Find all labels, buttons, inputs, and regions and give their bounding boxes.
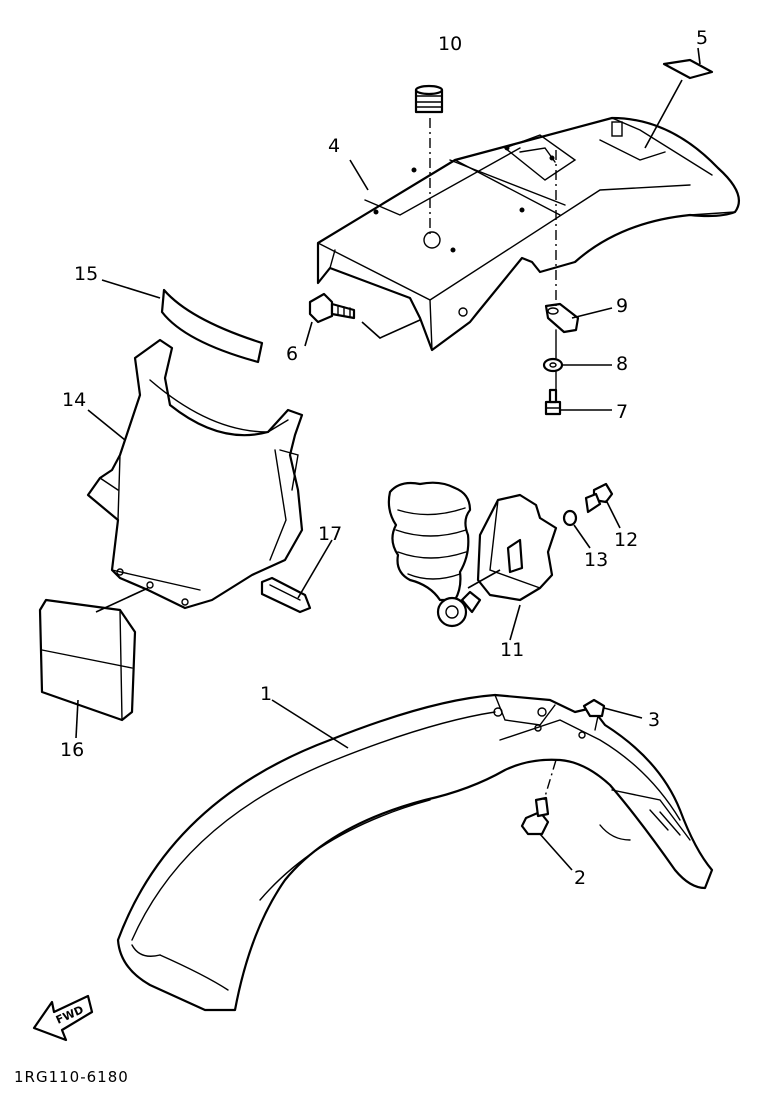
front-fender-part-1 — [116, 693, 714, 1012]
bolt-part-12 — [584, 482, 614, 514]
callout-10: 10 — [438, 33, 462, 55]
clip-part-17 — [260, 576, 312, 614]
grommet-part-10 — [414, 84, 444, 114]
leader-lines — [75, 47, 701, 871]
callout-8: 8 — [616, 353, 628, 375]
callout-7: 7 — [616, 401, 628, 423]
callout-13: 13 — [584, 549, 608, 571]
callout-1: 1 — [260, 683, 272, 705]
callout-14: 14 — [62, 389, 86, 411]
callout-11: 11 — [500, 639, 524, 661]
bolt-part-2 — [520, 796, 550, 836]
bolt-part-6 — [308, 292, 356, 324]
flap-part-15 — [160, 288, 264, 364]
bolt-part-3 — [582, 698, 606, 718]
shock-guard-part-11 — [387, 481, 558, 628]
diagram-code: 1RG110-6180 — [14, 1068, 129, 1086]
cover-plate-part-16 — [38, 598, 137, 722]
screw-part-7 — [544, 388, 562, 416]
callout-labels: 10 5 4 15 6 9 8 7 14 17 12 13 11 16 1 3 … — [60, 27, 708, 889]
callout-6: 6 — [286, 343, 298, 365]
callout-12: 12 — [614, 529, 638, 551]
callout-16: 16 — [60, 739, 84, 761]
fwd-arrow-icon: FWD — [32, 994, 94, 1042]
callout-9: 9 — [616, 295, 628, 317]
callout-2: 2 — [574, 867, 586, 889]
washer-part-13 — [562, 509, 578, 527]
inner-guard-part-14 — [86, 338, 304, 610]
plate-part-5 — [662, 58, 714, 80]
nut-part-9 — [544, 302, 580, 334]
callout-15: 15 — [74, 263, 98, 285]
rear-fender-part-4 — [316, 116, 740, 352]
callout-17: 17 — [318, 523, 342, 545]
callout-4: 4 — [328, 135, 340, 157]
callout-5: 5 — [696, 27, 708, 49]
callout-3: 3 — [648, 709, 660, 731]
washer-part-8 — [542, 357, 564, 373]
